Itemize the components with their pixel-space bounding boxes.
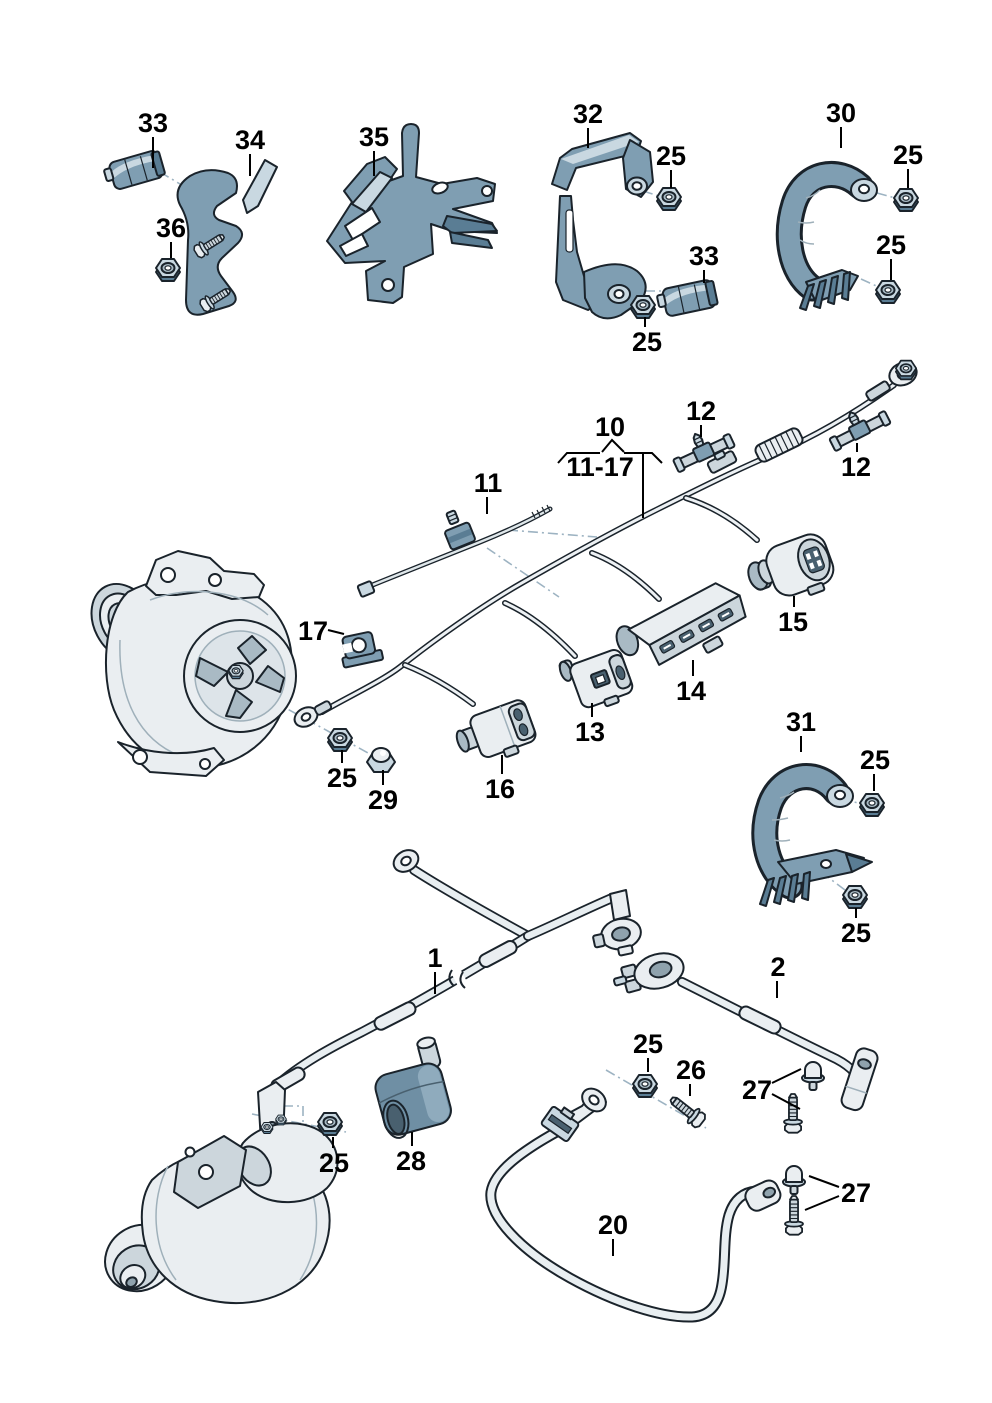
part-number-25-hex-nut[interactable]: 25: [327, 763, 357, 793]
alternator: [90, 550, 297, 777]
corrugated-sleeve: [754, 427, 804, 463]
callout-line-17: [327, 629, 345, 635]
part-number-16-connector[interactable]: 16: [485, 774, 515, 804]
cap-27: [782, 1165, 806, 1195]
part-number-25-hex-nut[interactable]: 25: [656, 141, 686, 171]
part-number-17-harness-clip[interactable]: 17: [298, 616, 328, 646]
battery-cable-2: [612, 952, 879, 1112]
part-number-29-cap-nut[interactable]: 29: [368, 785, 398, 815]
bracket-32: [551, 132, 654, 320]
part-number-13-connector[interactable]: 13: [575, 717, 605, 747]
ground-cable-20: [485, 1087, 782, 1323]
bolt-26: [665, 1090, 709, 1131]
terminal-stud: [260, 1122, 274, 1134]
part-number-31-harness-bracket[interactable]: 31: [786, 707, 816, 737]
part-number-36-hex-nut[interactable]: 36: [156, 213, 186, 243]
part-number-33-connector-housing[interactable]: 33: [138, 108, 168, 138]
part-number-12-harness-clip[interactable]: 12: [686, 396, 716, 426]
part-number-25-hex-nut[interactable]: 25: [841, 918, 871, 948]
terminal-stud: [275, 1114, 287, 1126]
callout-line-27: [771, 1068, 802, 1084]
part-number-32-bracket[interactable]: 32: [573, 99, 603, 129]
hex-nut-25: [859, 793, 885, 817]
callout-line-10: [624, 452, 663, 464]
inline-joint: [706, 450, 738, 474]
part-number-25-hex-nut[interactable]: 25: [319, 1148, 349, 1178]
part-number-11-cable-tie[interactable]: 11: [474, 468, 503, 498]
bracket-35: [326, 123, 498, 304]
bolt-27: [784, 1195, 804, 1236]
hex-nut-25: [327, 728, 353, 752]
connector-housing-33b: [654, 277, 720, 320]
ring-lug: [581, 1087, 607, 1113]
part-number-10-wiring-harness[interactable]: 10: [595, 412, 625, 442]
part-number-20-ground-cable[interactable]: 20: [598, 1210, 628, 1240]
starter-motor: [104, 1114, 339, 1305]
callout-line-10: [601, 438, 625, 453]
part-number-14-connector[interactable]: 14: [676, 676, 706, 706]
part-number-15-connector[interactable]: 15: [778, 607, 808, 637]
protective-cap-28: [374, 1036, 452, 1139]
part-number-11-17-wiring-harness-range[interactable]: 11-17: [566, 452, 634, 482]
bolt-27: [783, 1093, 803, 1134]
bracket-34: [176, 159, 278, 316]
hex-nut-25: [893, 188, 919, 212]
part-number-30-harness-bracket[interactable]: 30: [826, 98, 856, 128]
ring-terminal: [392, 849, 420, 873]
part-number-28-protective-cap[interactable]: 28: [396, 1146, 426, 1176]
part-number-27-cap-and-bolt[interactable]: 27: [742, 1075, 772, 1105]
cable-break-mark: [448, 969, 471, 993]
flag-terminal: [840, 1047, 879, 1112]
callout-line-27: [808, 1175, 840, 1188]
cable-tie-11: [356, 504, 553, 598]
callout-line-10: [557, 452, 600, 464]
part-number-33-connector-housing[interactable]: 33: [689, 241, 719, 271]
ring-terminal: [293, 706, 319, 728]
cap-nut-29: [366, 747, 396, 773]
hex-nut-25: [317, 1112, 343, 1136]
part-number-12-harness-clip[interactable]: 12: [841, 452, 871, 482]
battery-clamp-negative: [612, 952, 685, 994]
lug-clamp: [540, 1105, 580, 1143]
hex-nut-36: [155, 258, 181, 282]
end-terminal: [744, 1179, 782, 1212]
connector-14: [615, 582, 747, 666]
connector-16: [455, 699, 537, 758]
hex-nut-25: [630, 295, 656, 319]
cap-27: [801, 1061, 825, 1091]
hex-nut-25: [656, 187, 682, 211]
part-number-25-hex-nut[interactable]: 25: [632, 327, 662, 357]
connector-15: [747, 533, 835, 597]
tie-head: [444, 509, 476, 551]
callout-line-27: [804, 1195, 840, 1211]
hex-nut-25: [842, 885, 868, 909]
part-number-35-bracket[interactable]: 35: [359, 122, 389, 152]
hex-nut-25: [632, 1074, 658, 1098]
harness-bracket-30: [775, 161, 878, 311]
terminal-nut: [894, 359, 918, 381]
terminal-sleeve: [865, 380, 891, 402]
harness-clip-17: [341, 631, 384, 669]
stud-nut: [228, 664, 244, 680]
part-number-25-hex-nut[interactable]: 25: [876, 230, 906, 260]
callout-line-27: [771, 1093, 801, 1110]
connector-13: [558, 649, 634, 709]
part-number-25-hex-nut[interactable]: 25: [893, 140, 923, 170]
part-number-26-bolt[interactable]: 26: [676, 1055, 706, 1085]
harness-bracket-31: [751, 763, 873, 907]
part-number-25-hex-nut[interactable]: 25: [633, 1029, 663, 1059]
battery-cable-1: [257, 849, 642, 1149]
part-number-25-hex-nut[interactable]: 25: [860, 745, 890, 775]
part-number-34-bracket[interactable]: 34: [235, 125, 265, 155]
battery-clamp-positive: [592, 889, 642, 957]
wiring-harness-10: [293, 359, 918, 728]
part-number-27-cap-and-bolt[interactable]: 27: [841, 1178, 871, 1208]
connector-housing-33a: [101, 148, 167, 194]
part-number-2-battery-cable[interactable]: 2: [770, 952, 785, 982]
hex-nut-25: [875, 280, 901, 304]
part-number-1-battery-cable[interactable]: 1: [427, 943, 442, 973]
terminal-sleeve: [313, 700, 333, 716]
